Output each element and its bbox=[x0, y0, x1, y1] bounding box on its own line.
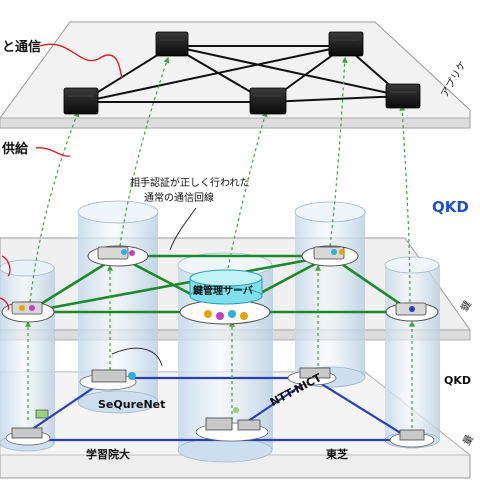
server-icon bbox=[63, 87, 99, 115]
node-label-gakushuin: 学習院大 bbox=[86, 448, 130, 461]
key-supply-arrows bbox=[25, 56, 415, 428]
node-label-toshiba: 東芝 bbox=[326, 448, 348, 461]
server-icon bbox=[328, 31, 364, 57]
qkd-device-icon bbox=[5, 409, 51, 446]
cylinder-far-left bbox=[0, 259, 55, 452]
qkd-device-icon bbox=[287, 367, 337, 386]
cylinder-nict bbox=[294, 201, 366, 388]
auth-callout-line2: 通常の通信回線 bbox=[144, 193, 214, 204]
label-qkd-link: QKD bbox=[444, 374, 472, 387]
key-device-icon bbox=[385, 302, 439, 322]
key-server-label: 鍵管理サーバ bbox=[193, 286, 253, 297]
sequrenet-callout-pointer bbox=[111, 347, 163, 367]
qkd-device-icon bbox=[79, 369, 137, 391]
qkd-device-icon bbox=[389, 429, 435, 448]
server-icon bbox=[385, 83, 421, 109]
key-server-node bbox=[179, 269, 271, 325]
key-device-icon bbox=[301, 245, 359, 267]
label-key-supply: 供給 bbox=[2, 142, 29, 157]
auth-callout-pointer bbox=[169, 207, 197, 251]
key-device-icon bbox=[87, 245, 149, 267]
qkd-device-icon bbox=[195, 407, 269, 442]
key-device-icon bbox=[1, 301, 55, 323]
qkd-heading: QKD bbox=[432, 198, 469, 216]
callout-pointers bbox=[0, 43, 123, 311]
label-app-communication: と通信 bbox=[2, 40, 42, 55]
auth-callout-line1: 相手認証が正しく行われた bbox=[130, 178, 250, 189]
node-label-sequrenet: SeQureNet bbox=[98, 398, 166, 411]
server-icon bbox=[155, 31, 189, 57]
server-icon bbox=[249, 87, 287, 115]
